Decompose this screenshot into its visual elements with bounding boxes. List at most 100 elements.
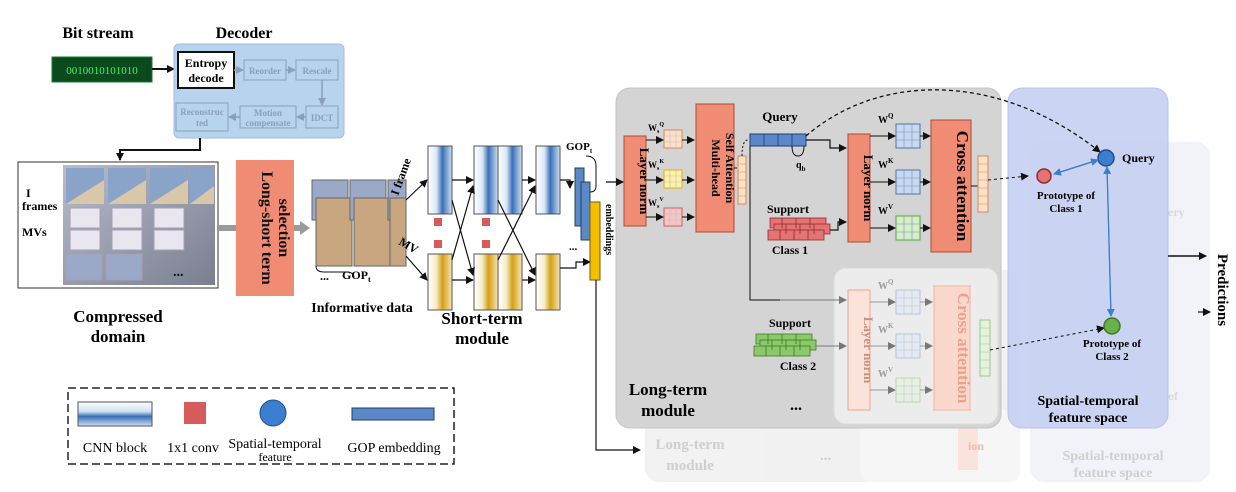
selection-label-2: selection <box>275 199 292 258</box>
gop-dots: ... <box>569 241 578 253</box>
entropy-label-2: decode <box>188 71 224 85</box>
legend-conv-swatch <box>184 402 206 424</box>
query-label: Query <box>762 109 798 124</box>
selection-box <box>236 160 294 296</box>
w-v-label: WV <box>878 203 893 217</box>
layer-norm-2-label: Layer norm <box>861 155 876 222</box>
layer-norm-3 <box>847 289 871 411</box>
ghost-ion-label: ion <box>968 439 984 453</box>
long-term-dots: ... <box>790 397 802 414</box>
cross-output-2-cells <box>980 327 990 369</box>
legend-gop-swatch <box>351 407 435 421</box>
ws-k-label: WsK <box>648 159 664 172</box>
layer-norm-3-label: Layer norm <box>861 317 876 384</box>
gop-brace <box>585 155 597 193</box>
reconstruct-label-1: Reconstruc <box>180 107 224 117</box>
mhsa-label-2: Self Attention <box>723 133 737 204</box>
informative-brace <box>315 265 355 279</box>
prototype-2-label-2: Class 2 <box>1095 351 1129 363</box>
legend-feature-label-1: Spatial-temporal <box>228 437 321 452</box>
query-feature-point <box>1097 149 1115 167</box>
cross-attention-2-box <box>933 285 971 411</box>
selection-label-1: Long-short term <box>258 171 275 285</box>
informative-frames <box>311 179 407 267</box>
mhsa-output-vector-cells <box>738 163 746 197</box>
w2-q-label: WQ <box>878 278 894 292</box>
short-term-cnn-blocks <box>427 145 561 311</box>
feature-query-label: Query <box>1122 151 1155 165</box>
layer-norm-2 <box>847 133 871 243</box>
short-term-connections <box>405 176 591 284</box>
ghost-longterm-label-1: Long-term <box>655 437 725 453</box>
informative-gop: GOPt <box>342 268 371 284</box>
mvs-label: MVs <box>22 225 47 239</box>
compressed-title-2: domain <box>91 327 146 346</box>
class-1-label: Class 1 <box>772 243 808 257</box>
vec-to-query-link <box>741 139 749 157</box>
i-frames-label-1: I <box>26 186 31 200</box>
short-term-conv-squares <box>434 218 490 248</box>
ghost-query-label: ery <box>1168 205 1185 219</box>
idct-label: IDCT <box>311 113 334 123</box>
class2-w-matrices <box>895 289 921 403</box>
prototype-1-label-2: Class 1 <box>1049 203 1082 215</box>
motion-label-1: Motion <box>254 108 282 118</box>
i-frame-label: I frame <box>388 156 414 197</box>
ghost-fs-label-1: Spatial-temporal <box>1062 449 1163 464</box>
mhsa-label-1: Multi-head <box>709 139 723 197</box>
qb-label: qb <box>796 160 806 173</box>
embeddings-label: embeddings <box>603 204 614 255</box>
ws-matrices <box>663 129 683 227</box>
entropy-decode-box <box>177 51 235 89</box>
query-vector-cells <box>763 134 793 146</box>
legend-gop-label: GOP embedding <box>347 441 440 456</box>
cross-attention-label: Cross attention <box>953 131 972 242</box>
gop-t-label: GOPt <box>566 141 593 155</box>
cross-output-2-vector <box>979 319 991 377</box>
feature-space-title-1: Spatial-temporal <box>1037 394 1138 409</box>
support-1-label: Support <box>767 202 809 216</box>
entropy-label-1: Entropy <box>185 56 227 70</box>
w2-k-label: WK <box>878 322 894 336</box>
prototype-1-label-1: Prototype of <box>1037 190 1095 202</box>
short-term-title-1: Short-term <box>441 309 522 328</box>
class-2-label: Class 2 <box>780 359 816 373</box>
arrow-embeddings-to-ghost-module <box>595 280 641 454</box>
decoder-title: Decoder <box>216 25 273 42</box>
arrow-selection-to-informative-head <box>300 221 310 235</box>
feature-space-panel <box>1007 87 1169 429</box>
ws-q-label: WsQ <box>648 122 664 135</box>
reorder-label: Reorder <box>249 66 281 76</box>
ghost-of-label: of <box>1168 389 1179 403</box>
informative-dots: ... <box>320 269 329 283</box>
prototype-class-2 <box>1103 317 1121 335</box>
arrow-support1-to-layernorm2 <box>830 218 847 231</box>
ghost-longterm-label-2: module <box>666 458 714 474</box>
layernorm2-to-w-arrows <box>870 132 931 232</box>
layernorm-to-w-arrows <box>646 136 695 221</box>
feature-space-title-2: feature space <box>1049 411 1128 426</box>
w-k-label: WK <box>878 157 894 171</box>
prototype-class-1 <box>1036 168 1052 184</box>
compressed-ellipsis: ... <box>173 265 184 280</box>
w2-v-label: WV <box>878 366 893 380</box>
support-2-label: Support <box>769 316 811 330</box>
mv-thumbnails <box>65 207 185 281</box>
rescale-box <box>295 59 339 81</box>
cross-attention-box <box>930 119 972 253</box>
arrow-query-to-layernorm2 <box>806 139 847 152</box>
arrow-output2-to-prototype2 <box>989 325 1105 351</box>
arrow-decoder-to-compressed <box>116 138 201 161</box>
query-to-class2-line <box>749 146 780 301</box>
legend-feature-label-2: feature <box>258 450 291 464</box>
i-frame-thumbnails <box>66 168 214 204</box>
ws-v-label: WsV <box>648 197 664 210</box>
cross-attention-2-label: Cross attention <box>954 293 973 404</box>
arrow-output-to-prototype1 <box>987 172 1029 181</box>
support-class-1 <box>767 217 831 241</box>
legend-conv-label: 1x1 conv <box>167 441 219 456</box>
informative-caption: Informative data <box>311 301 413 316</box>
mhsa-box <box>695 103 735 233</box>
cross-w-matrices <box>895 123 921 241</box>
